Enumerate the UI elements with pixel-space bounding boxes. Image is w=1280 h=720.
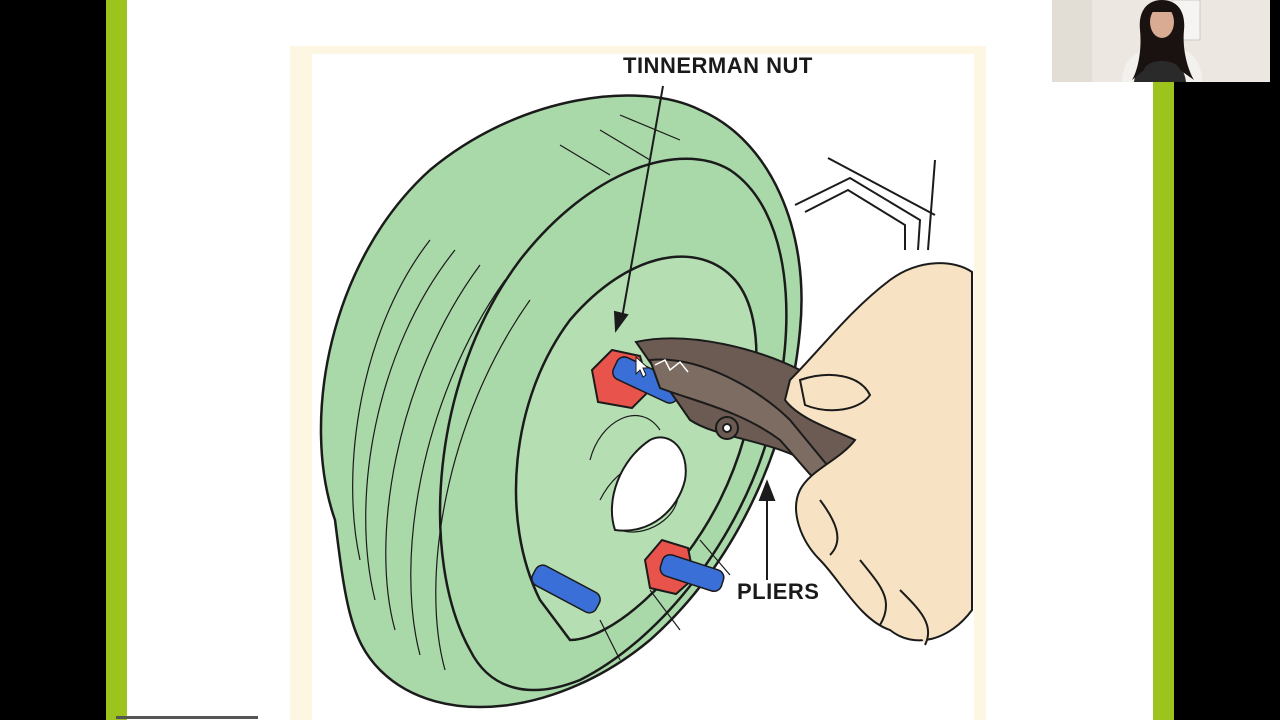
- suspension-lines: [794, 157, 936, 251]
- tinnerman-nut-label: TINNERMAN NUT: [623, 53, 813, 78]
- drum-hatching: [352, 114, 731, 671]
- pliers-label: PLIERS: [737, 579, 820, 604]
- callout-arrows: [613, 85, 776, 580]
- presenter-webcam[interactable]: [1052, 0, 1270, 82]
- mouse-pointer-icon: [635, 355, 650, 378]
- video-progress-bar[interactable]: [116, 716, 258, 719]
- left-accent-bar: [106, 0, 127, 720]
- hand: [783, 262, 973, 646]
- presenter-video: [1052, 0, 1270, 82]
- wheel-stud-right: [659, 553, 725, 593]
- hub-opening: [610, 436, 687, 532]
- wheel-stud-left: [531, 564, 601, 614]
- right-accent-bar: [1153, 0, 1174, 720]
